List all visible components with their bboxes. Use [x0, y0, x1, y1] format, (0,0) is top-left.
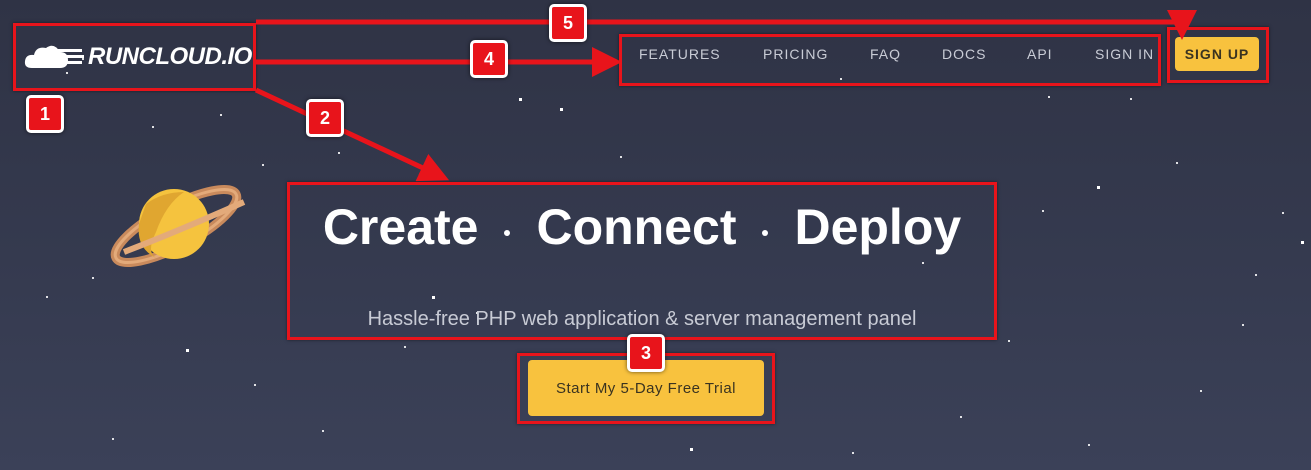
headline-separator-dot	[504, 230, 511, 236]
hero-subtitle: Hassle-free PHP web application & server…	[367, 308, 917, 330]
sign-up-button[interactable]: SIGN UP	[1175, 37, 1259, 71]
nav-pricing[interactable]: PRICING	[763, 46, 829, 62]
annotation-badge-1: 1	[26, 95, 64, 133]
hero-headline: Create Connect Deploy	[290, 198, 994, 256]
nav-sign-in[interactable]: SIGN IN	[1095, 46, 1155, 62]
annotation-box-signup	[1167, 27, 1269, 83]
nav-api[interactable]: API	[1027, 46, 1053, 62]
annotation-box-logo	[13, 23, 256, 91]
headline-connect: Connect	[536, 199, 737, 255]
headline-deploy: Deploy	[794, 199, 962, 255]
main-nav: FEATURES PRICING FAQ DOCS API SIGN IN	[620, 36, 1158, 84]
annotation-badge-5: 5	[549, 4, 587, 42]
nav-faq[interactable]: FAQ	[870, 46, 902, 62]
nav-docs[interactable]: DOCS	[942, 46, 987, 62]
annotation-badge-3: 3	[627, 334, 665, 372]
headline-create: Create	[322, 199, 479, 255]
runcloud-logo[interactable]: RUNCLOUD.IO	[24, 40, 252, 74]
headline-separator-dot	[762, 230, 769, 236]
logo-wordmark: RUNCLOUD.IO	[88, 43, 252, 70]
annotation-badge-2: 2	[306, 99, 344, 137]
annotation-badge-4: 4	[470, 40, 508, 78]
planet-illustration	[110, 185, 246, 267]
cloud-logo-icon	[24, 45, 84, 68]
nav-features[interactable]: FEATURES	[639, 46, 721, 62]
